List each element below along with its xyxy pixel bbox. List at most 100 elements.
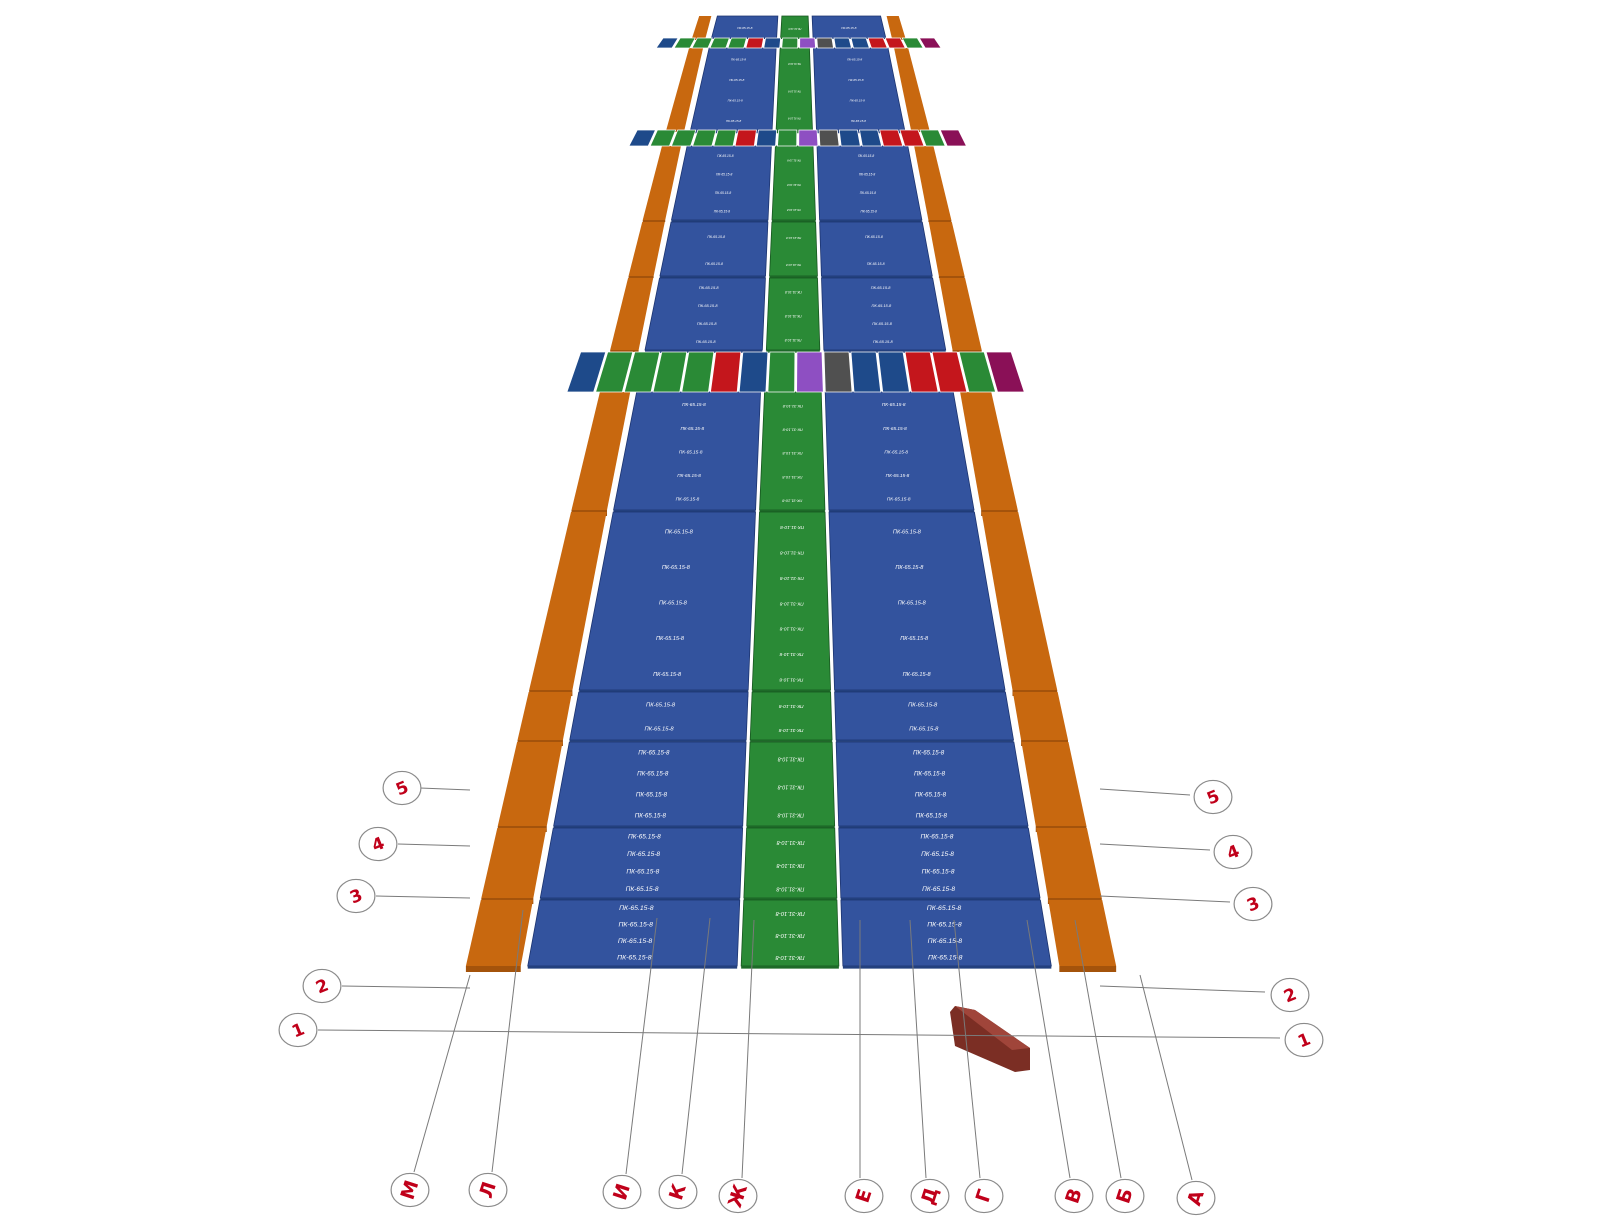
slab-mark-blue: ПК-65.15-8 [915,792,947,799]
belt-block [566,351,607,393]
slab-mark-blue: ПК-65.15-8 [697,321,718,326]
slab-mark-green: ПК-31.10-8 [779,677,803,683]
axis-bubble [1284,1022,1324,1058]
slab-green-center [769,221,818,277]
slab-mark-green: ПК-31.10-8 [779,651,803,657]
slab-mark-green: ПК-31.10-8 [782,451,803,456]
belt-block [673,37,696,49]
belt-block [919,129,946,147]
slab-mark-blue: ПК-65.15-8 [716,173,732,177]
edge-beam-left [529,512,607,690]
slab-mark-blue: ПК-65.15-8 [895,565,924,571]
slab-green-center-face [741,966,839,969]
belt-block [738,351,769,393]
belt-block [901,37,924,49]
belt-block [727,37,748,49]
row-axis-line-right [1099,895,1231,903]
edge-beam-left-face [465,966,521,972]
belt-block [850,37,870,49]
slab-mark-blue: ПК-65.15-8 [707,235,725,239]
slab-mark-green: ПК-31.10-8 [786,236,801,240]
edge-beam-right [981,512,1058,690]
row-axis-line-left [317,1029,1281,1039]
slab-mark-blue: ПК-65.15-8 [626,869,659,876]
row-axis-3-right: 3 [1233,886,1273,922]
slab-mark-blue: ПК-65.15-8 [851,119,866,123]
slab-mark-blue: ПК-65.15-8 [627,851,660,858]
slab-mark-green: ПК-31.10-8 [786,208,800,212]
slab-mark-blue: ПК-65.15-8 [914,771,946,778]
belt-block [798,129,819,147]
belt-block [899,129,925,147]
belt-block [713,129,737,147]
slab-mark-blue: ПК-65.15-8 [626,886,659,893]
slab-mark-blue: ПК-65.15-8 [871,285,892,290]
slab-mark-blue: ПК-65.15-8 [903,672,932,678]
edge-beam-right [914,146,952,220]
slab-mark-green: ПК-31.10-8 [779,626,803,632]
axis-bubble [278,1012,318,1048]
slab-mark-blue: ПК-65.15-8 [715,191,731,195]
slab-mark-blue: ПК-65.15-8 [928,938,963,945]
edge-beam-right-face [952,350,982,352]
belt-block [958,351,997,393]
slab-mark-green: ПК-31.10-8 [787,183,801,187]
slab-mark-blue: ПК-65.15-8 [865,235,883,239]
belt-block [767,351,796,393]
column-axis-В: В [1054,1178,1094,1214]
staircase [950,1006,1030,1072]
row-axis-line-left [419,787,471,791]
edge-beam-right [1036,828,1102,898]
belt-block [858,129,883,147]
slab-mark-blue: ПК-65.15-8 [886,473,910,478]
belt-block [734,129,757,147]
slab-mark-blue: ПК-65.15-8 [867,262,885,266]
row-axis-line-left [397,843,471,847]
belt-block [710,351,742,393]
belt-block [691,37,713,49]
slab-mark-blue: ПК-65.15-8 [848,78,863,82]
slab-mark-blue: ПК-65.15-8 [618,938,653,945]
edge-beam-right [1021,742,1087,826]
slab-mark-green: ПК-31.10-8 [785,314,802,318]
axis-bubble [358,826,398,862]
row-axis-line-right [1099,843,1211,851]
edge-beam-left [465,900,533,966]
row-axis-1-left: 1 [278,1012,318,1048]
axis-bubble [658,1174,698,1210]
edge-beam-right [960,392,1018,510]
belt-block [816,37,834,49]
column-axis-line [413,974,471,1173]
belt-block [649,129,677,147]
edge-beam-left [666,48,704,130]
axis-label: Е [852,1186,877,1205]
column-axis-line [625,917,658,1175]
row-axis-2-left: 2 [302,968,342,1004]
belt-block [904,351,939,393]
slab-mark-green: ПК-31.10-8 [782,428,803,433]
column-axis-line [1139,974,1193,1181]
belt-block [867,37,888,49]
slab-mark-blue: ПК-65.15-8 [737,26,752,30]
axis-bubble [1213,834,1253,870]
slab-mark-green: ПК-31.10-8 [780,575,804,581]
slab-mark-blue: ПК-65.15-8 [860,191,876,195]
axis-label: Б [1112,1186,1137,1207]
belt-block [652,351,688,393]
slab-blue-left [659,221,769,277]
edge-beam-left-face [628,276,654,278]
edge-beam-right [886,16,906,38]
slab-mark-blue: ПК-65.15-8 [665,529,694,535]
column-axis-Г: Г [964,1178,1004,1214]
slab-mark-blue: ПК-65.15-8 [916,813,948,820]
slab-mark-blue: ПК-65.15-8 [729,78,744,82]
edge-beam-left [692,16,712,38]
slab-mark-green: ПК-31.10-8 [775,910,805,916]
slab-mark-green: ПК-31.10-8 [782,404,803,409]
belt-block [985,351,1025,393]
axis-label: В [1061,1186,1086,1207]
edge-beam-right [939,278,982,350]
column-axis-М: М [390,1172,430,1208]
slab-mark-blue: ПК-65.15-8 [679,449,703,454]
